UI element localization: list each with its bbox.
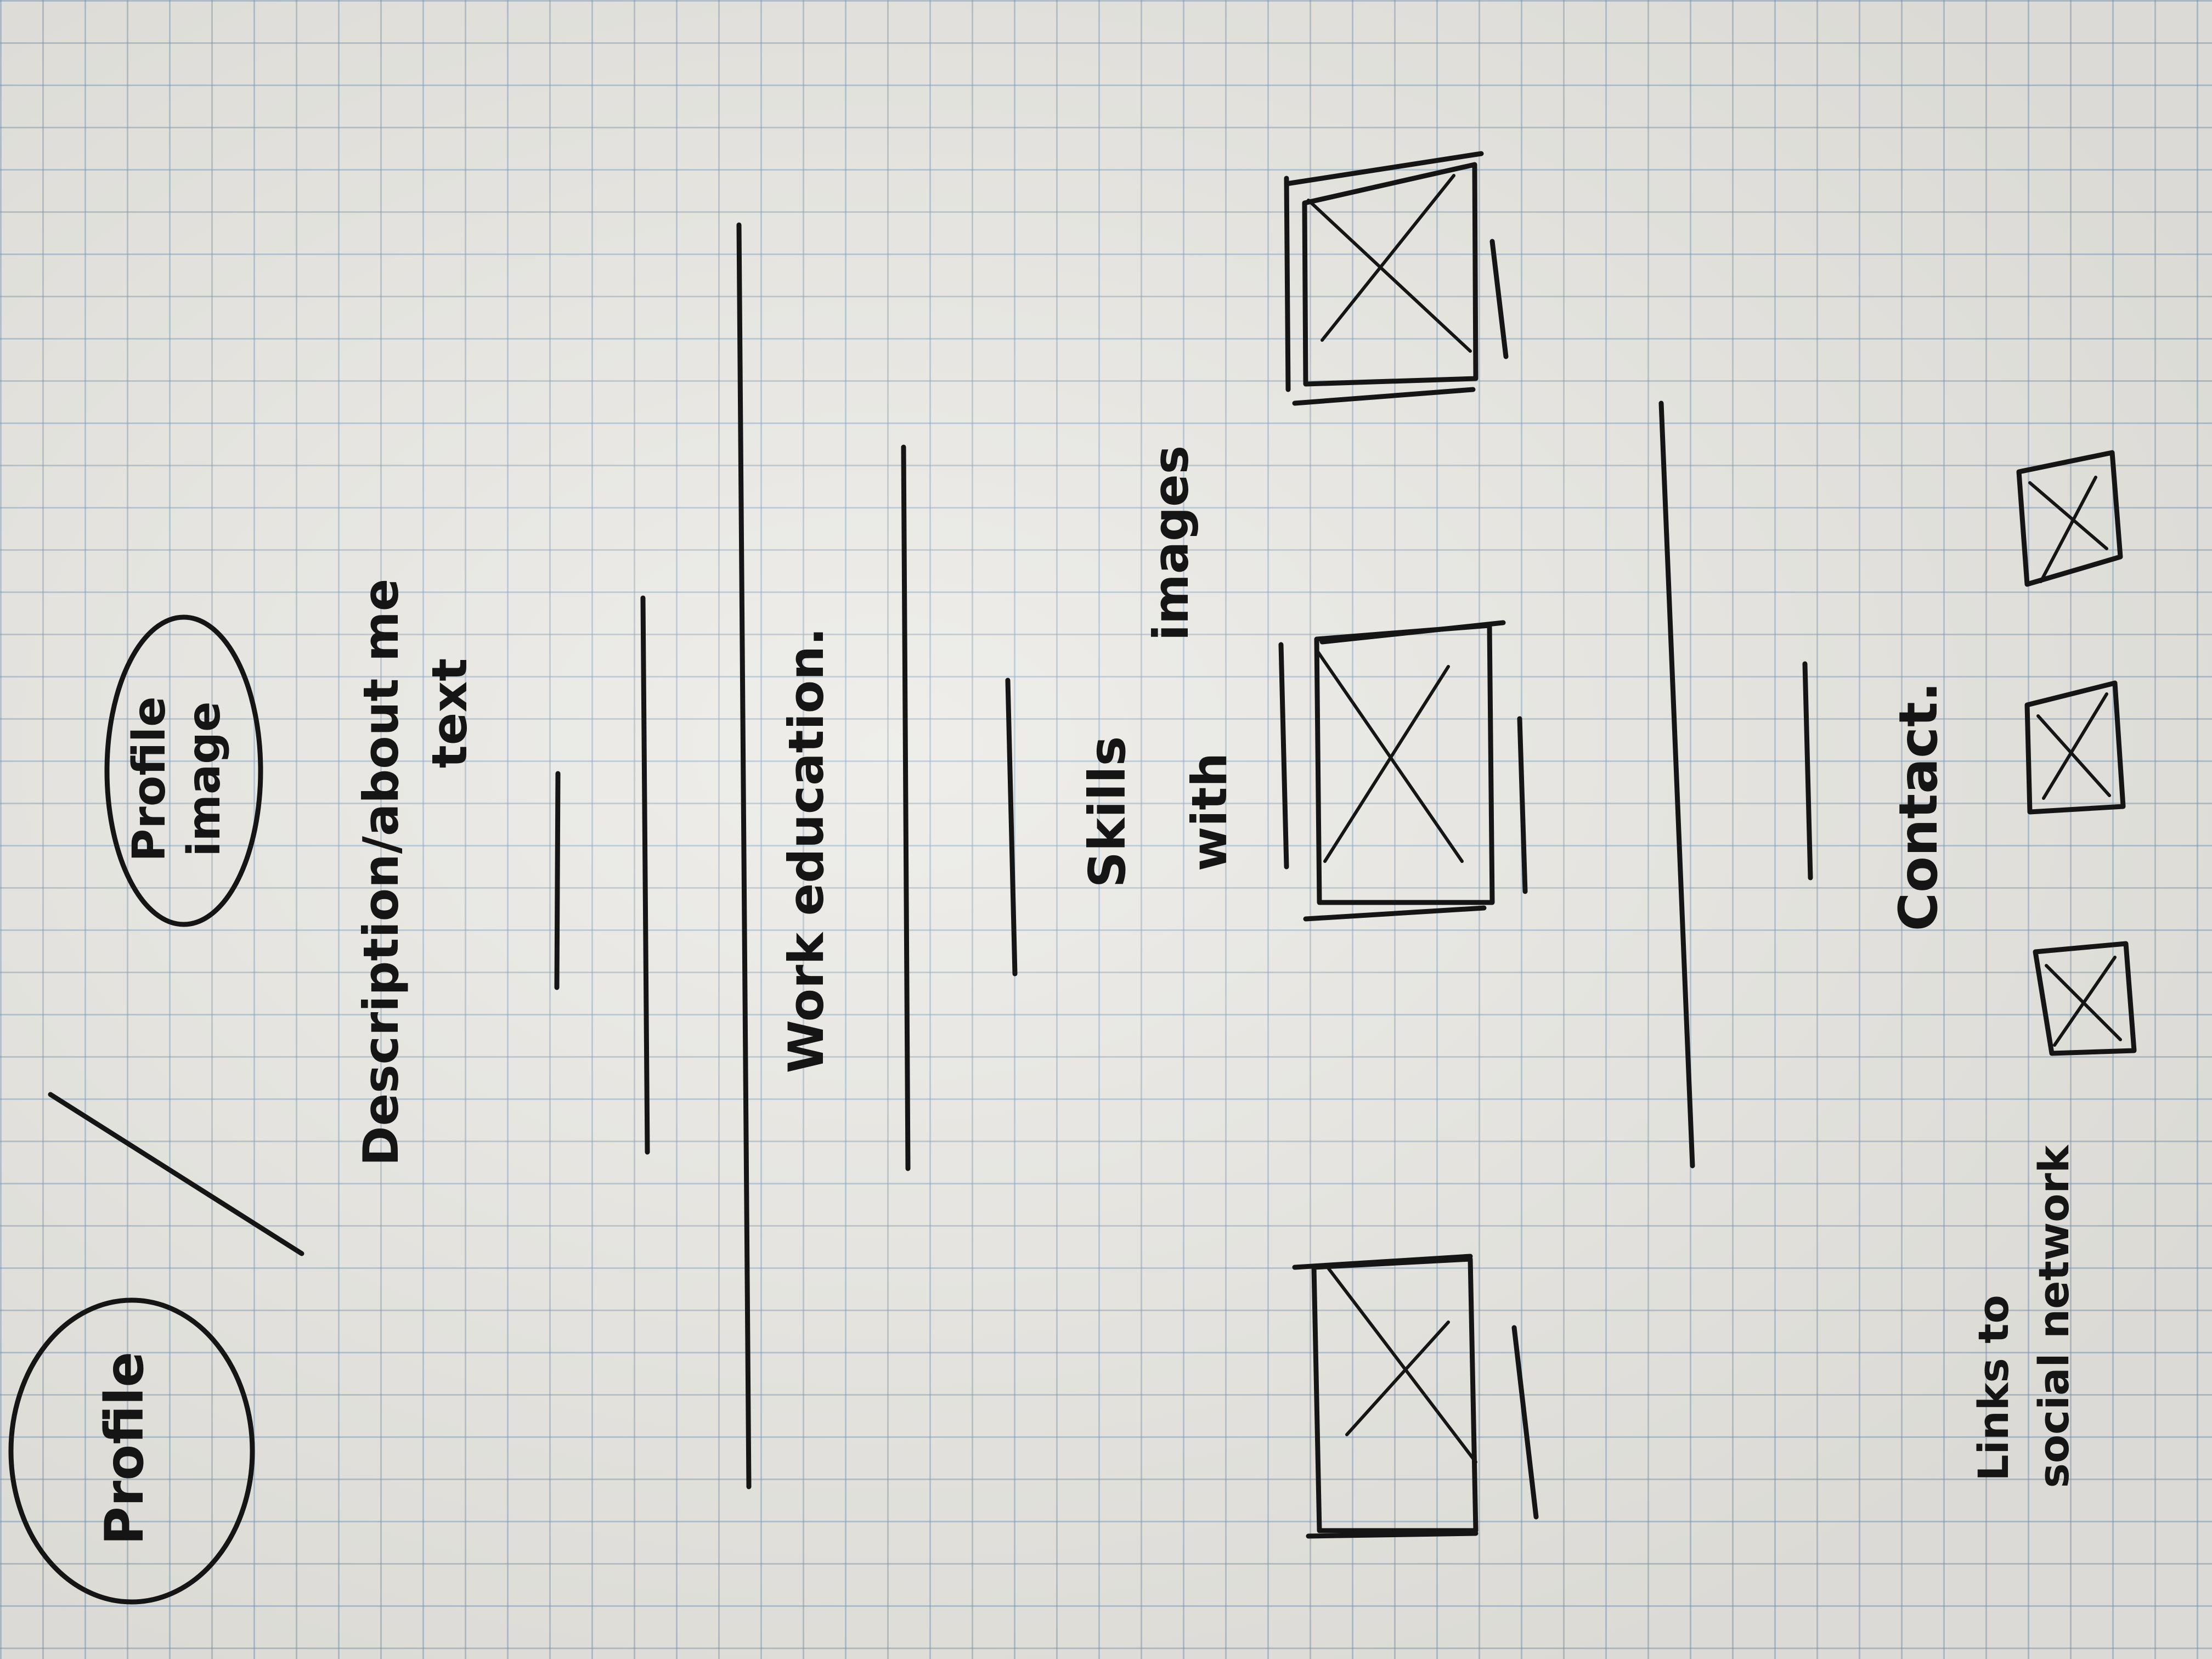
image-box [2024,680,2126,815]
skill-caption-line-1 [1292,387,1476,406]
social-links-note-line1: Links to [1969,1295,2018,1481]
profile-image-bubble[interactable]: Profile image [104,614,263,927]
skill-caption-line-3 [1306,1531,1479,1539]
skills-subheading-with: with [1181,753,1238,871]
profile-brand-label: Profile [94,1352,155,1545]
work-education-heading: Work education. [778,628,834,1074]
image-cross-2 [1321,174,1455,342]
work-text-line-2 [1005,678,1018,977]
work-education-section: Work education. [778,444,1018,1171]
contact-text-line [1802,661,1813,881]
description-heading: Description/about me [353,579,409,1166]
skill-top-line-1 [1284,151,1484,187]
social-icon-placeholder-1[interactable] [2016,450,2123,587]
image-box [1302,162,1479,387]
image-cross-2 [2039,476,2097,583]
skill-caption-line-2 [1303,905,1487,922]
skills-section: Skills with images [1078,151,1695,1539]
skill-side-line-3 [1511,1325,1539,1520]
about-text-line-1 [554,771,561,990]
profile-brand-circle [8,1297,255,1605]
about-section: Description/about me text [353,222,752,1489]
header-separator-slash [48,1092,304,1256]
profile-image-circle [104,614,263,927]
image-cross-1 [2028,481,2108,550]
image-cross-1 [1315,648,1464,863]
profile-image-label-line2: image [178,701,230,856]
image-box [2016,450,2123,587]
image-cross-2 [2053,956,2117,1047]
skill-image-placeholder-1 [1284,151,1509,406]
profile-image-label-line1: Profile [123,696,176,861]
image-cross-1 [1326,1266,1477,1464]
image-cross-1 [2036,714,2111,797]
social-icon-placeholder-3[interactable] [2033,941,2137,1056]
social-icon-placeholder-2[interactable] [2024,680,2126,815]
skill-top-line-3 [1292,1254,1473,1270]
social-links-note-line2: social network [2029,1144,2078,1488]
skills-divider-line [1658,400,1695,1169]
header-section: Profile Profile image [8,614,304,1605]
image-box [2033,941,2137,1056]
image-cross-1 [1307,199,1472,353]
profile-brand-bubble[interactable]: Profile [8,1297,255,1605]
work-text-line-1 [901,444,911,1171]
image-box [1311,1256,1479,1533]
skills-subheading-images: images [1143,445,1199,641]
skill-side-line-2b [1517,716,1528,894]
skills-heading: Skills [1078,736,1137,888]
contact-section: Contact. Links to social network [1802,450,2137,1488]
skill-image-placeholder-3 [1292,1254,1539,1539]
about-text-line-2 [640,595,650,1155]
description-subheading: text [421,658,478,769]
skill-image-placeholder-2 [1278,620,1528,922]
image-cross-2 [1323,665,1450,863]
image-cross-2 [2042,692,2108,800]
image-box [1314,623,1495,905]
skill-side-line-2a [1278,642,1289,870]
skill-side-line-1 [1489,239,1509,359]
image-cross-2 [1345,1321,1450,1436]
skill-top-line-2 [1319,620,1506,645]
about-text-line-3 [736,222,752,1489]
contact-heading: Contact. [1888,682,1949,932]
